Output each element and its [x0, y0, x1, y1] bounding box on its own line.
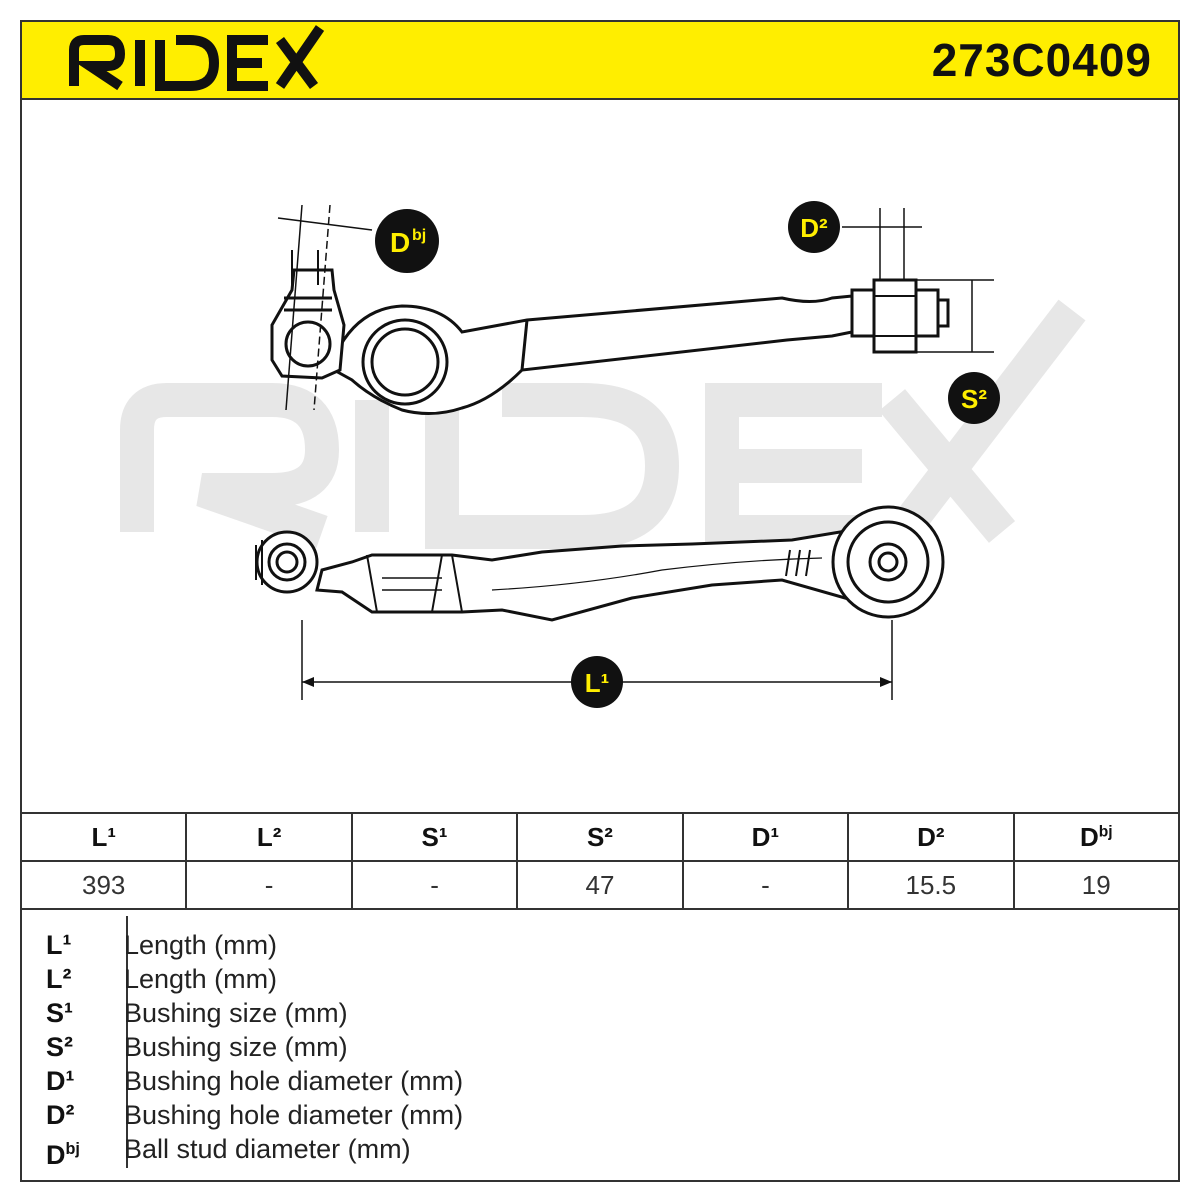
badge-dbj: D bj [375, 209, 439, 273]
ridex-watermark [120, 299, 1086, 549]
legend-description: Length (mm) [124, 964, 278, 994]
spec-header: D¹ [681, 812, 850, 862]
legend: L¹ Length (mm) L² Length (mm) S¹ Bushing… [22, 916, 1178, 1180]
spec-value: 393 [19, 860, 188, 910]
spec-value: 15.5 [847, 860, 1015, 910]
legend-divider [126, 916, 128, 1168]
legend-description: Bushing hole diameter (mm) [124, 1100, 464, 1130]
badge-l1: L¹ [571, 656, 623, 708]
legend-description: Ball stud diameter (mm) [124, 1134, 411, 1164]
badge-s2: S² [948, 372, 1000, 424]
legend-symbol: Dbj [46, 1140, 80, 1170]
spec-header: L² [185, 812, 353, 862]
legend-symbol: L² [46, 964, 72, 994]
ridex-logo [69, 25, 325, 91]
spec-header-dbj: Dbj [1012, 812, 1181, 862]
spec-header: S¹ [350, 812, 519, 862]
legend-description: Bushing size (mm) [124, 998, 348, 1028]
legend-description: Bushing hole diameter (mm) [124, 1066, 464, 1096]
technical-drawing: D bj D² S² L¹ [120, 201, 1086, 708]
spec-value: 19 [1012, 860, 1181, 910]
spec-value: - [185, 860, 353, 910]
spec-value: - [681, 860, 850, 910]
legend-symbol: D¹ [46, 1066, 75, 1096]
part-number: 273C0409 [931, 34, 1152, 86]
legend-symbol: S¹ [46, 998, 73, 1028]
svg-text:S²: S² [961, 384, 987, 414]
legend-symbol: L¹ [46, 930, 72, 960]
specs-header-row: L¹ L² S¹ S² D¹ D² Dbj [19, 812, 1181, 862]
spec-header: L¹ [19, 812, 188, 862]
spec-header: S² [516, 812, 684, 862]
sheet-frame [20, 20, 1180, 1182]
specs-value-row: 393 - - 47 - 15.5 19 [19, 860, 1181, 910]
spec-value: - [350, 860, 519, 910]
arm-top-view [270, 204, 994, 415]
legend-symbol: D² [46, 1100, 75, 1130]
legend-symbol: S² [46, 1032, 73, 1062]
specs-table: L¹ L² S¹ S² D¹ D² Dbj 393 - - 47 - 15.5 … [19, 812, 1181, 910]
header-bar: 273C0409 [22, 22, 1178, 100]
spec-value: 47 [516, 860, 684, 910]
svg-text:D²: D² [800, 213, 828, 243]
legend-description: Length (mm) [124, 930, 278, 960]
badge-d2: D² [788, 201, 840, 253]
spec-header: D² [847, 812, 1015, 862]
legend-description: Bushing size (mm) [124, 1032, 348, 1062]
svg-text:bj: bj [412, 227, 426, 244]
svg-text:L¹: L¹ [585, 668, 610, 698]
svg-text:D: D [390, 227, 410, 258]
